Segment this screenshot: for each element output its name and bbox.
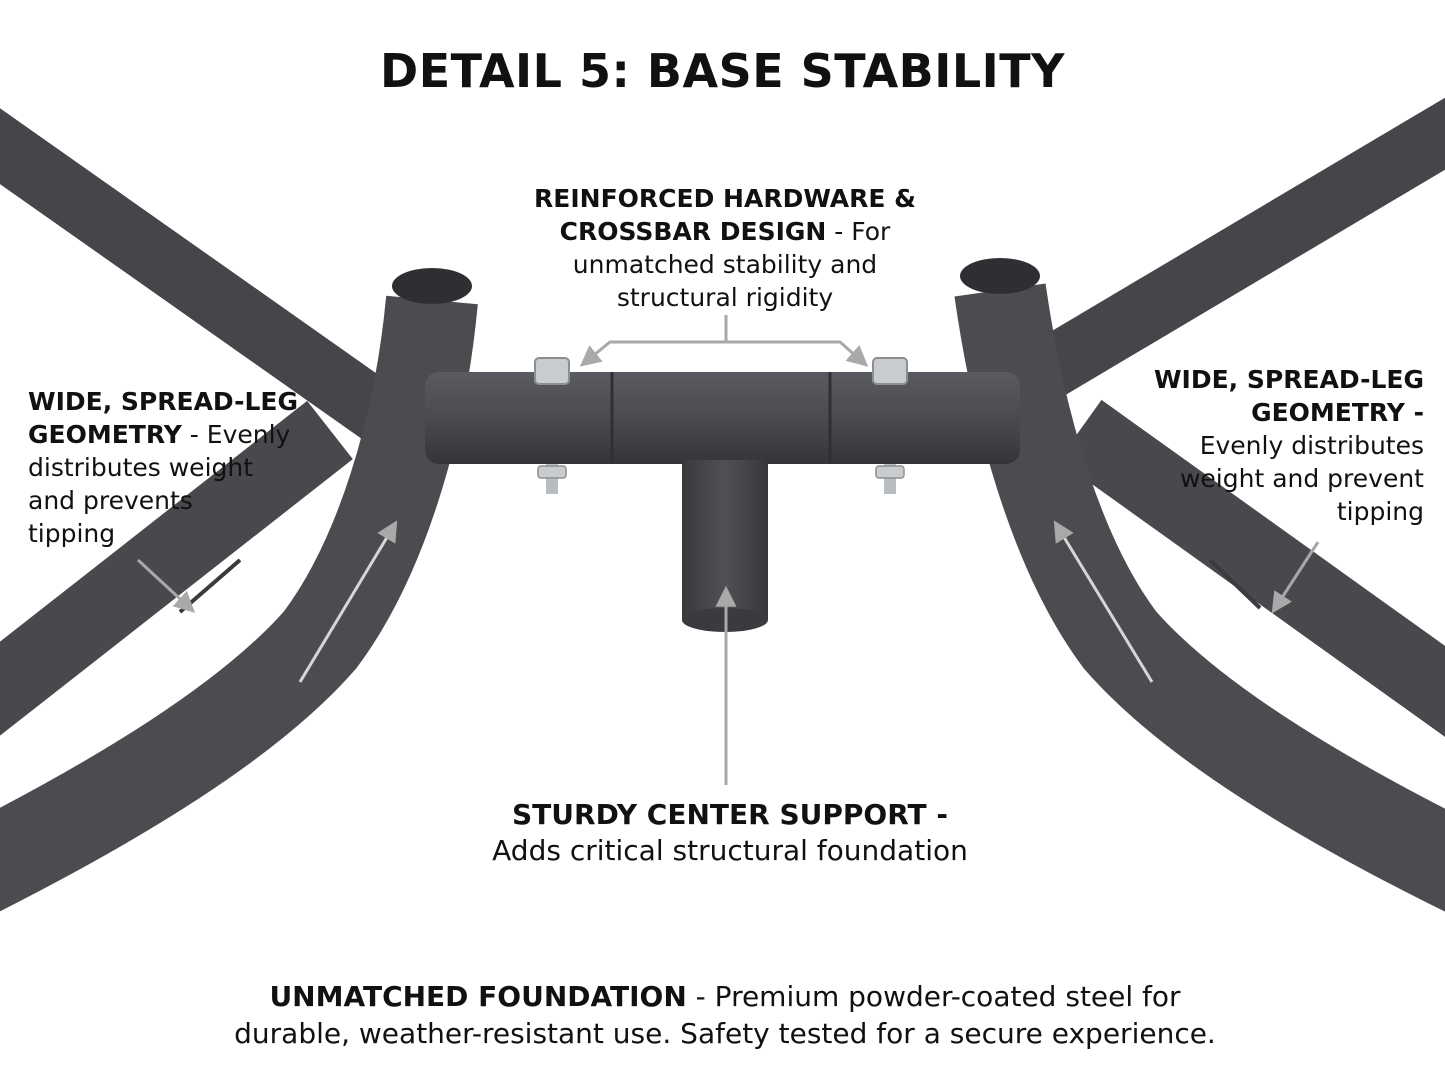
left-leg-arrow xyxy=(136,558,196,613)
wide-leg-callout-right: WIDE, SPREAD-LEG GEOMETRY - Evenly distr… xyxy=(1118,363,1424,528)
center-support-text: Adds critical structural foundation xyxy=(492,834,968,867)
page-title: DETAIL 5: BASE STABILITY xyxy=(380,44,1065,98)
right-curve-arrow xyxy=(1053,520,1154,683)
wide-leg-right-text: Evenly distributes xyxy=(1199,431,1424,460)
foundation-caption: UNMATCHED FOUNDATION - Premium powder-co… xyxy=(150,978,1300,1052)
wide-leg-left-heading-2: GEOMETRY xyxy=(28,420,182,449)
hardware-callout-heading-2: CROSSBAR DESIGN xyxy=(559,217,827,246)
hardware-callout-arrows xyxy=(579,315,869,367)
crossbar xyxy=(425,372,1020,464)
hardware-callout-heading: REINFORCED HARDWARE & xyxy=(534,184,916,213)
wide-leg-callout-left: WIDE, SPREAD-LEG GEOMETRY - Evenly distr… xyxy=(28,385,328,550)
wide-leg-left-heading: WIDE, SPREAD-LEG xyxy=(28,387,299,416)
wide-leg-left-text: tipping xyxy=(28,519,116,548)
foundation-text: durable, weather-resistant use. Safety t… xyxy=(234,1017,1216,1050)
wide-leg-right-heading-2: GEOMETRY - xyxy=(1251,398,1424,427)
wide-leg-right-heading: WIDE, SPREAD-LEG xyxy=(1153,365,1424,394)
hardware-callout-text: unmatched stability and xyxy=(572,250,878,279)
wide-leg-left-text: - Evenly xyxy=(181,420,291,449)
right-outer-leg xyxy=(1014,97,1445,737)
center-support-heading: STURDY CENTER SUPPORT xyxy=(512,798,927,831)
right-leg-arrow xyxy=(1271,541,1320,614)
wide-leg-left-text: distributes weight xyxy=(28,453,254,482)
bolt-right xyxy=(872,357,908,494)
hardware-callout-text: - For xyxy=(826,217,891,246)
left-inner-leg xyxy=(0,268,478,912)
center-support-callout: STURDY CENTER SUPPORT - Adds critical st… xyxy=(400,797,1060,869)
foundation-text: - Premium powder-coated steel for xyxy=(686,980,1181,1013)
bolt-left xyxy=(534,357,570,494)
left-curve-arrow xyxy=(298,520,398,683)
wide-leg-right-text: weight and prevent xyxy=(1179,464,1424,493)
hardware-callout-text: structural rigidity xyxy=(616,283,834,312)
wide-leg-right-text: tipping xyxy=(1336,497,1424,526)
hardware-callout: REINFORCED HARDWARE & CROSSBAR DESIGN - … xyxy=(430,182,1020,314)
foundation-heading: UNMATCHED FOUNDATION xyxy=(269,980,687,1013)
right-inner-leg xyxy=(954,258,1445,912)
wide-leg-left-text: and prevents xyxy=(28,486,193,515)
center-support-dash: - xyxy=(926,798,948,831)
